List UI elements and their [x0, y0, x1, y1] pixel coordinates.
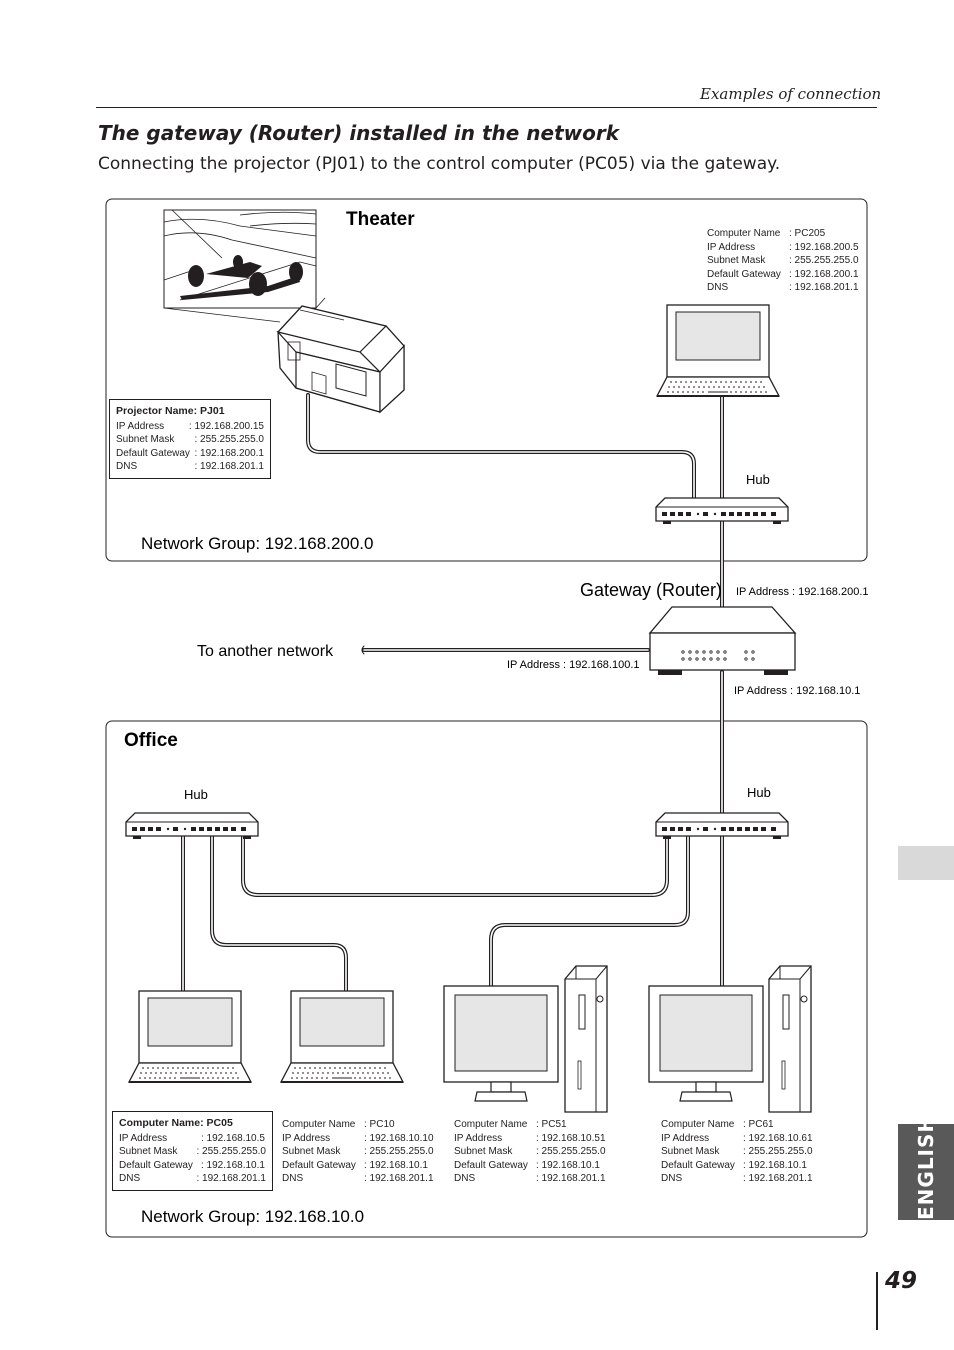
- pc05-name: Computer Name: PC05: [119, 1117, 233, 1129]
- projector-name: Projector Name: PJ01: [116, 405, 225, 417]
- monitor-pc51: [443, 985, 559, 1102]
- gateway-router: [648, 606, 797, 675]
- office-network-group: Network Group: 192.168.10.0: [141, 1207, 364, 1226]
- theater-region: [105, 198, 868, 562]
- page-subtitle: Connecting the projector (PJ01) to the c…: [98, 154, 781, 174]
- pc10-info: Computer Name: PC10 IP Address: 192.168.…: [282, 1119, 434, 1185]
- laptop-pc10: [280, 990, 404, 1083]
- tower-pc61: [768, 965, 812, 1113]
- page-number: 49: [885, 1268, 918, 1294]
- theater-hub: [655, 497, 789, 525]
- theater-network-group: Network Group: 192.168.200.0: [141, 534, 373, 553]
- another-network-label: To another network: [197, 643, 334, 660]
- theater-hub-label: Hub: [746, 472, 770, 487]
- office-hub-right: [655, 812, 789, 840]
- language-tab: ENGLISH: [898, 1114, 954, 1220]
- office-hub-left-label: Hub: [184, 787, 208, 802]
- theater-label: Theater: [346, 209, 415, 230]
- pc61-info: Computer Name: PC61 IP Address: 192.168.…: [661, 1119, 813, 1185]
- monitor-pc61: [648, 985, 764, 1102]
- pc205-info: Computer Name: PC205 IP Address: 192.168…: [707, 228, 859, 294]
- gateway-label: Gateway (Router): [580, 580, 722, 600]
- cables: [181, 391, 724, 997]
- pc51-info: Computer Name: PC51 IP Address: 192.168.…: [454, 1119, 606, 1185]
- laptop-pc05: [128, 990, 252, 1083]
- office-hub-left: [125, 812, 259, 840]
- page-number-bar: [876, 1272, 878, 1330]
- projector-device: [276, 305, 405, 414]
- tower-pc51: [564, 965, 608, 1113]
- chapter-tab: [898, 846, 954, 880]
- section-header: Examples of connection: [700, 85, 882, 103]
- office-region: [105, 720, 868, 1238]
- screen-image: [163, 209, 326, 323]
- gateway-ip-top: IP Address : 192.168.200.1: [736, 586, 869, 598]
- header-rule: [96, 107, 877, 108]
- office-hub-right-label: Hub: [747, 785, 771, 800]
- office-label: Office: [124, 730, 178, 751]
- page-title: The gateway (Router) installed in the ne…: [98, 121, 620, 145]
- laptop-pc205: [656, 304, 780, 397]
- gateway-ip-left: IP Address : 192.168.100.1: [507, 659, 640, 671]
- projector-info: Projector Name: PJ01 IP Address: 192.168…: [109, 399, 271, 479]
- language-label: ENGLISH: [914, 1114, 938, 1220]
- gateway-ip-bottom: IP Address : 192.168.10.1: [734, 685, 860, 697]
- pc05-info: Computer Name: PC05 IP Address: 192.168.…: [112, 1111, 273, 1191]
